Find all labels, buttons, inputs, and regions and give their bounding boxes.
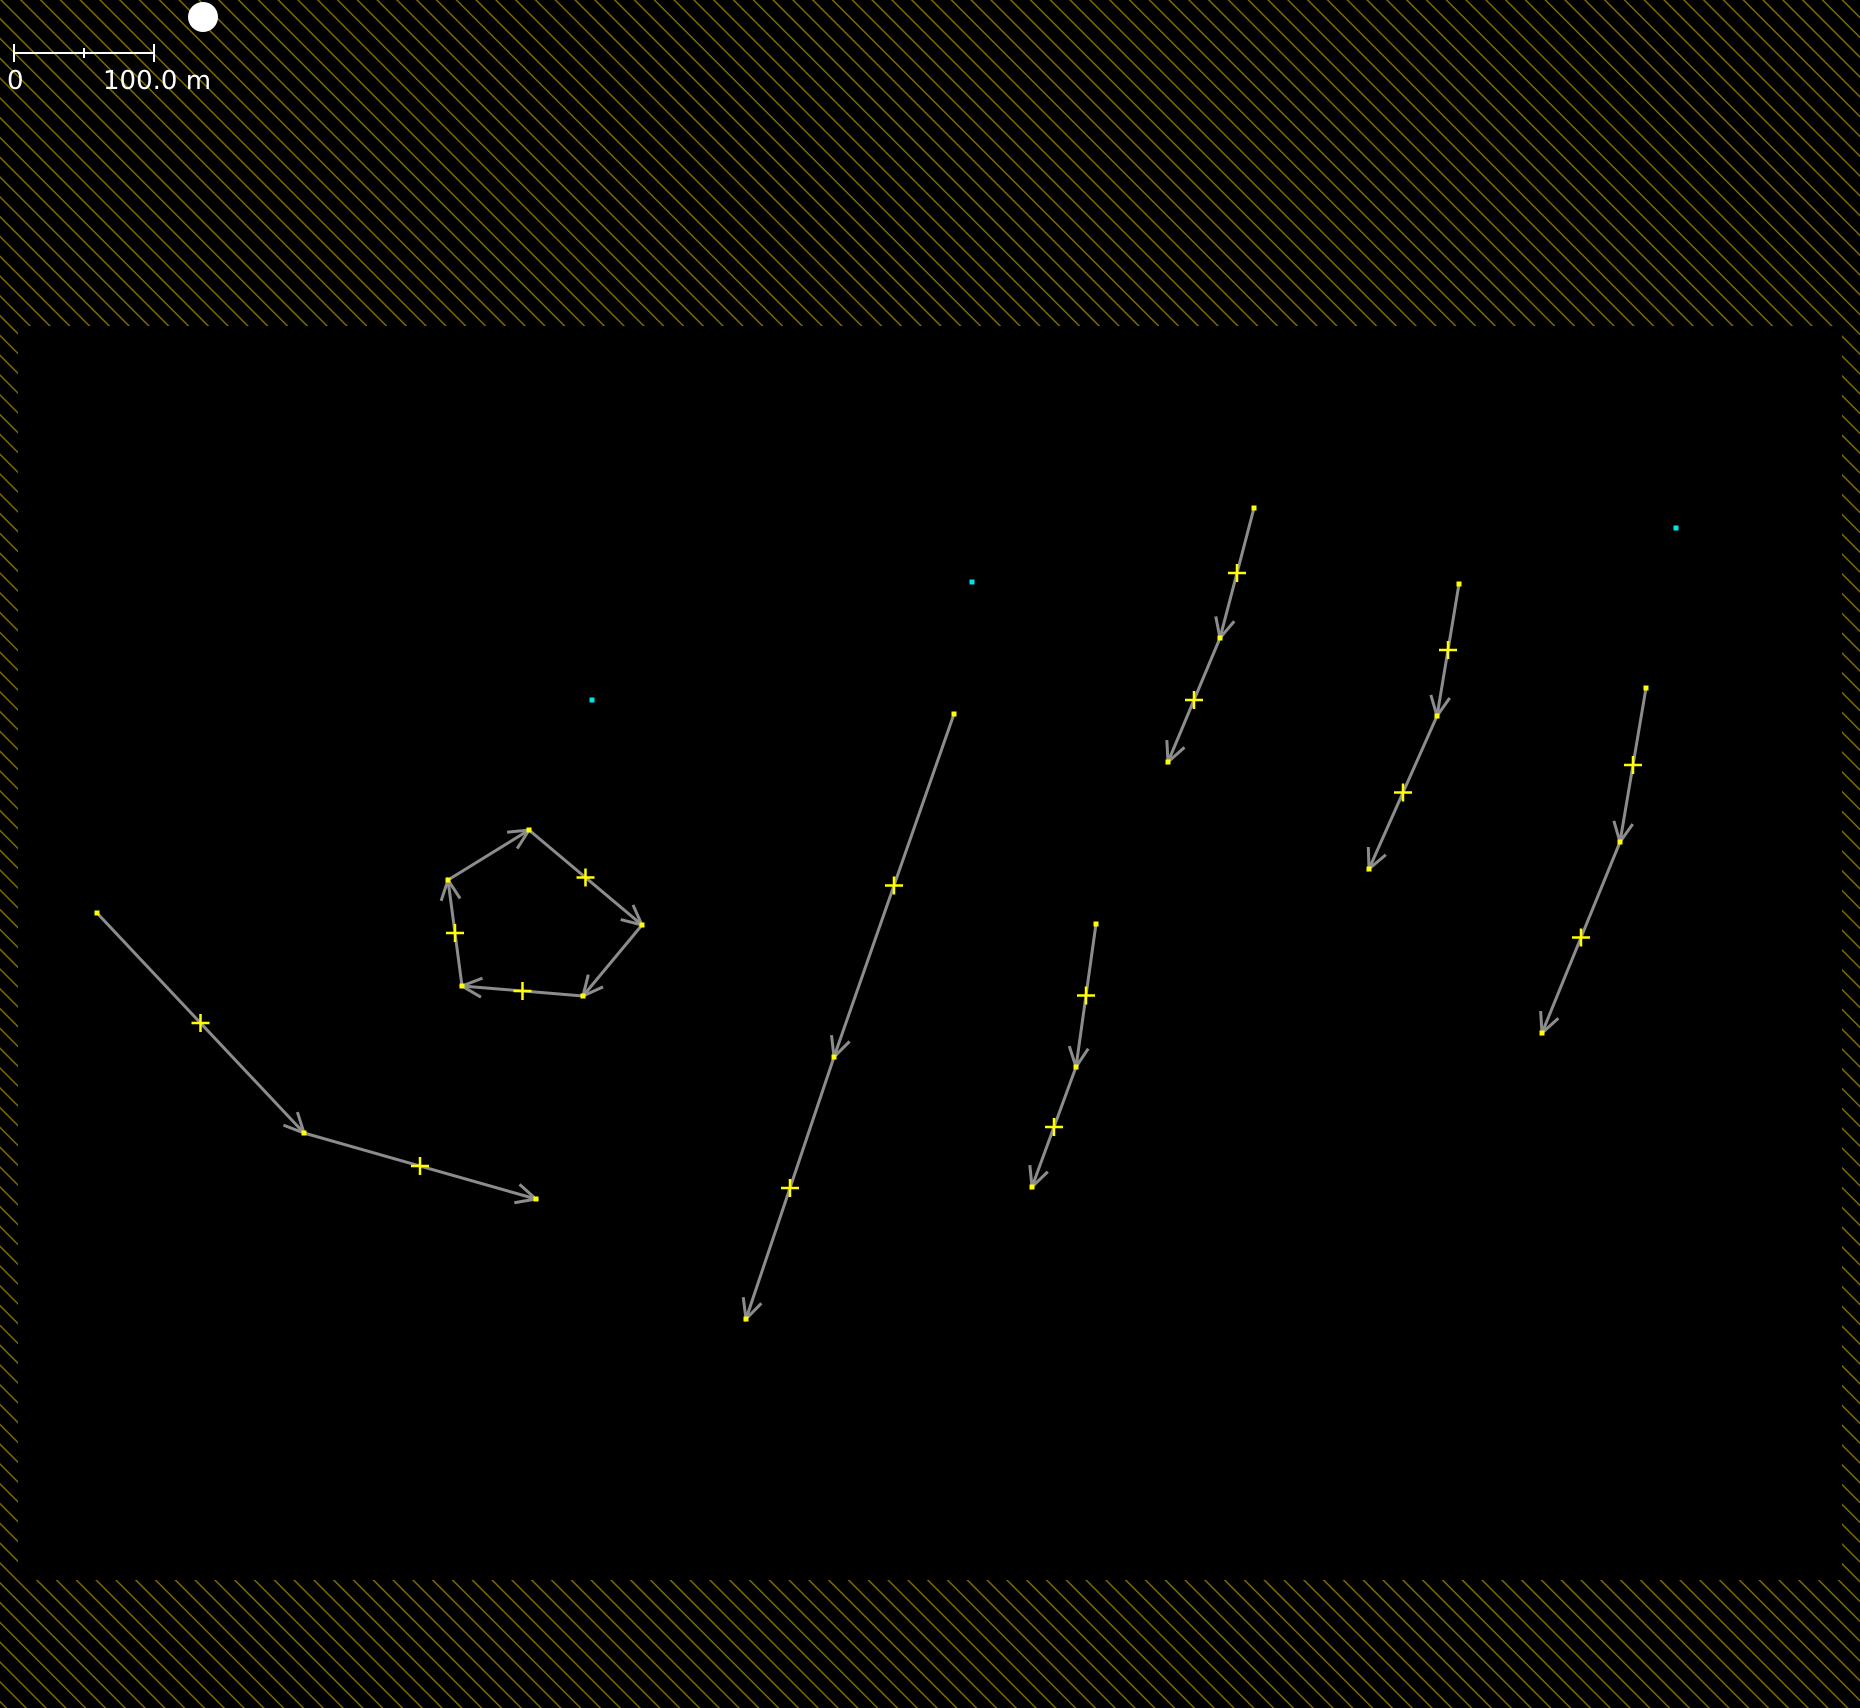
downloaded-area: [18, 326, 1842, 1580]
way-node[interactable]: [445, 877, 451, 883]
way[interactable]: [439, 828, 645, 1000]
plus-icon[interactable]: [191, 1014, 210, 1032]
way-node[interactable]: [1456, 581, 1462, 587]
way[interactable]: [95, 911, 540, 1205]
plus-icon[interactable]: [1228, 564, 1246, 582]
plus-icon[interactable]: [1394, 783, 1412, 802]
white-dot-icon: [188, 2, 218, 32]
plus-icon[interactable]: [446, 924, 464, 942]
way-node[interactable]: [1217, 635, 1223, 641]
plus-icon[interactable]: [781, 1179, 799, 1197]
way-segment: [447, 828, 530, 882]
plus-icon[interactable]: [513, 982, 532, 1000]
way-node[interactable]: [94, 910, 100, 916]
way-node[interactable]: [1434, 713, 1440, 719]
plus-icon[interactable]: [1045, 1118, 1063, 1136]
way-node[interactable]: [951, 711, 957, 717]
plus-icon[interactable]: [1439, 641, 1457, 659]
way-node[interactable]: [1366, 866, 1372, 872]
isolated-node[interactable]: [969, 579, 975, 585]
scale-bar-zero-label: 0: [7, 66, 24, 96]
way-node[interactable]: [580, 993, 586, 999]
isolated-node[interactable]: [1673, 525, 1679, 531]
way-node[interactable]: [459, 983, 465, 989]
way-node[interactable]: [743, 1316, 749, 1322]
way-node[interactable]: [1093, 921, 1099, 927]
way-node[interactable]: [1073, 1064, 1079, 1070]
way-node[interactable]: [831, 1054, 837, 1060]
plus-icon[interactable]: [1572, 928, 1590, 947]
way-node[interactable]: [533, 1196, 539, 1202]
ways-layer: [95, 507, 1648, 1323]
plus-icon[interactable]: [885, 876, 903, 895]
plus-icon[interactable]: [1185, 691, 1203, 709]
way-node[interactable]: [1617, 839, 1623, 845]
way-node[interactable]: [639, 922, 645, 928]
scale-bar: 0 100.0 m: [7, 44, 211, 96]
way-node[interactable]: [301, 1130, 307, 1136]
plus-icon[interactable]: [1077, 986, 1095, 1005]
plus-icon[interactable]: [1624, 756, 1642, 774]
plus-icon[interactable]: [411, 1157, 429, 1175]
way-node[interactable]: [526, 827, 532, 833]
way-node[interactable]: [1643, 685, 1649, 691]
way-node[interactable]: [1539, 1030, 1545, 1036]
way-node[interactable]: [1029, 1184, 1035, 1190]
way-node[interactable]: [1251, 505, 1257, 511]
isolated-node[interactable]: [589, 697, 595, 703]
way-node[interactable]: [1165, 759, 1171, 765]
nodes-layer: [94, 505, 1679, 1322]
way[interactable]: [1165, 507, 1256, 766]
scale-bar-length-label: 100.0 m: [103, 66, 211, 96]
plus-icon[interactable]: [576, 868, 595, 887]
way-segment: [581, 924, 644, 997]
